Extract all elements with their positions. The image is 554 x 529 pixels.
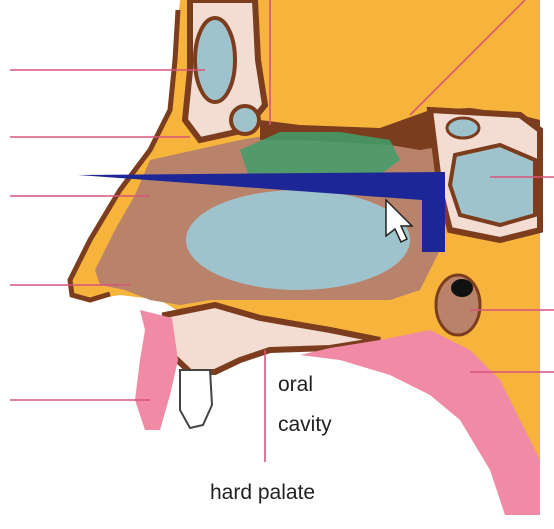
sphenoid-small-cell: [447, 118, 479, 138]
tooth: [180, 370, 212, 428]
upper-lip: [135, 310, 178, 430]
sphenoid-sinus: [450, 145, 535, 225]
label-cavity: cavity: [278, 414, 332, 435]
label-hard-palate: hard palate: [210, 482, 315, 503]
nasal-sinus-ellipse: [186, 190, 410, 290]
label-oral: oral: [278, 374, 313, 395]
eustachian-dark: [451, 279, 473, 297]
frontal-sinus: [195, 18, 235, 102]
ethmoid-cell: [231, 106, 259, 134]
